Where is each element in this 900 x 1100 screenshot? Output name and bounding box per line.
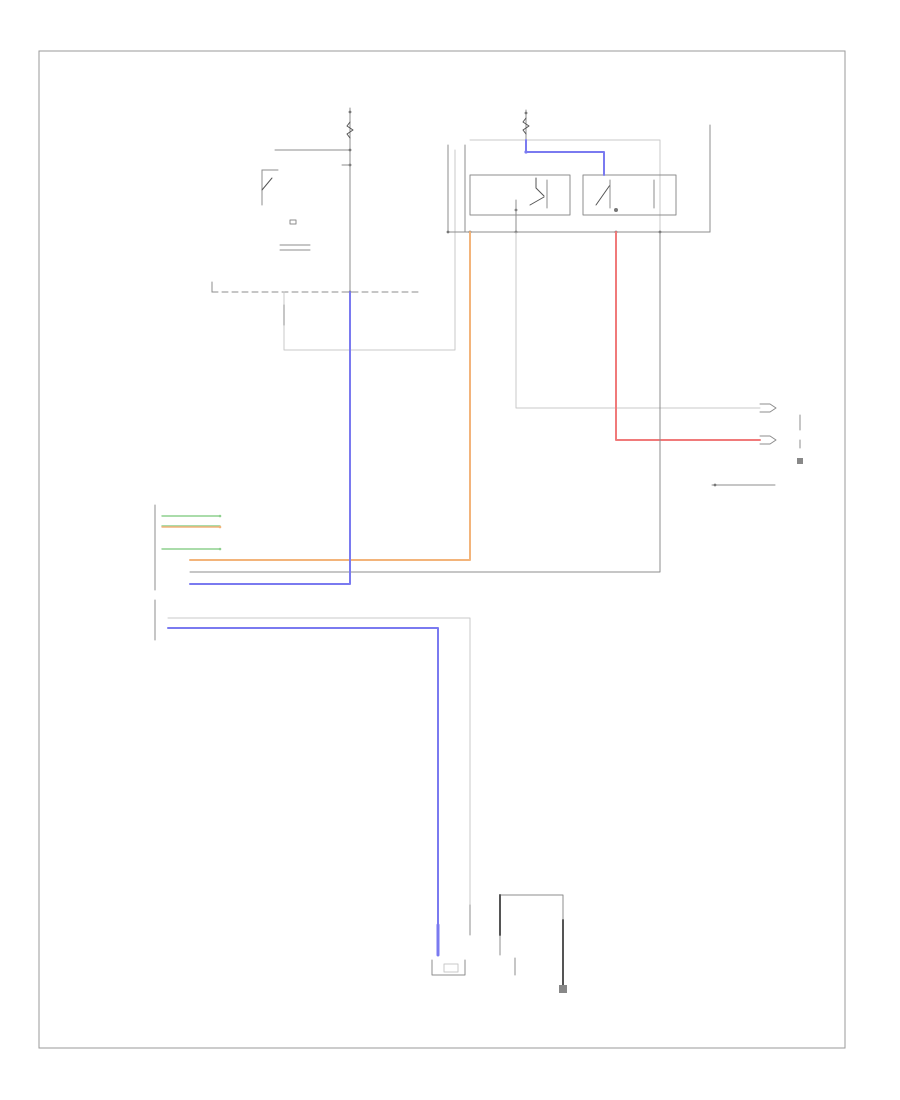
wire-gray-right	[515, 231, 761, 409]
wire-blue-sensor	[167, 627, 439, 956]
wire-gray-module	[189, 231, 661, 573]
bottom-sensors	[431, 894, 567, 993]
left-relay-block	[211, 107, 456, 351]
diagram-frame	[38, 50, 846, 1049]
wire-gray-sensor	[167, 617, 471, 926]
wire-orange	[189, 231, 471, 561]
wire-red	[615, 231, 761, 441]
left-module	[154, 504, 471, 956]
wire-blue-top	[525, 139, 605, 176]
right-relay-block	[446, 109, 711, 234]
right-connector	[711, 403, 803, 487]
wire-blue-main	[189, 291, 351, 585]
